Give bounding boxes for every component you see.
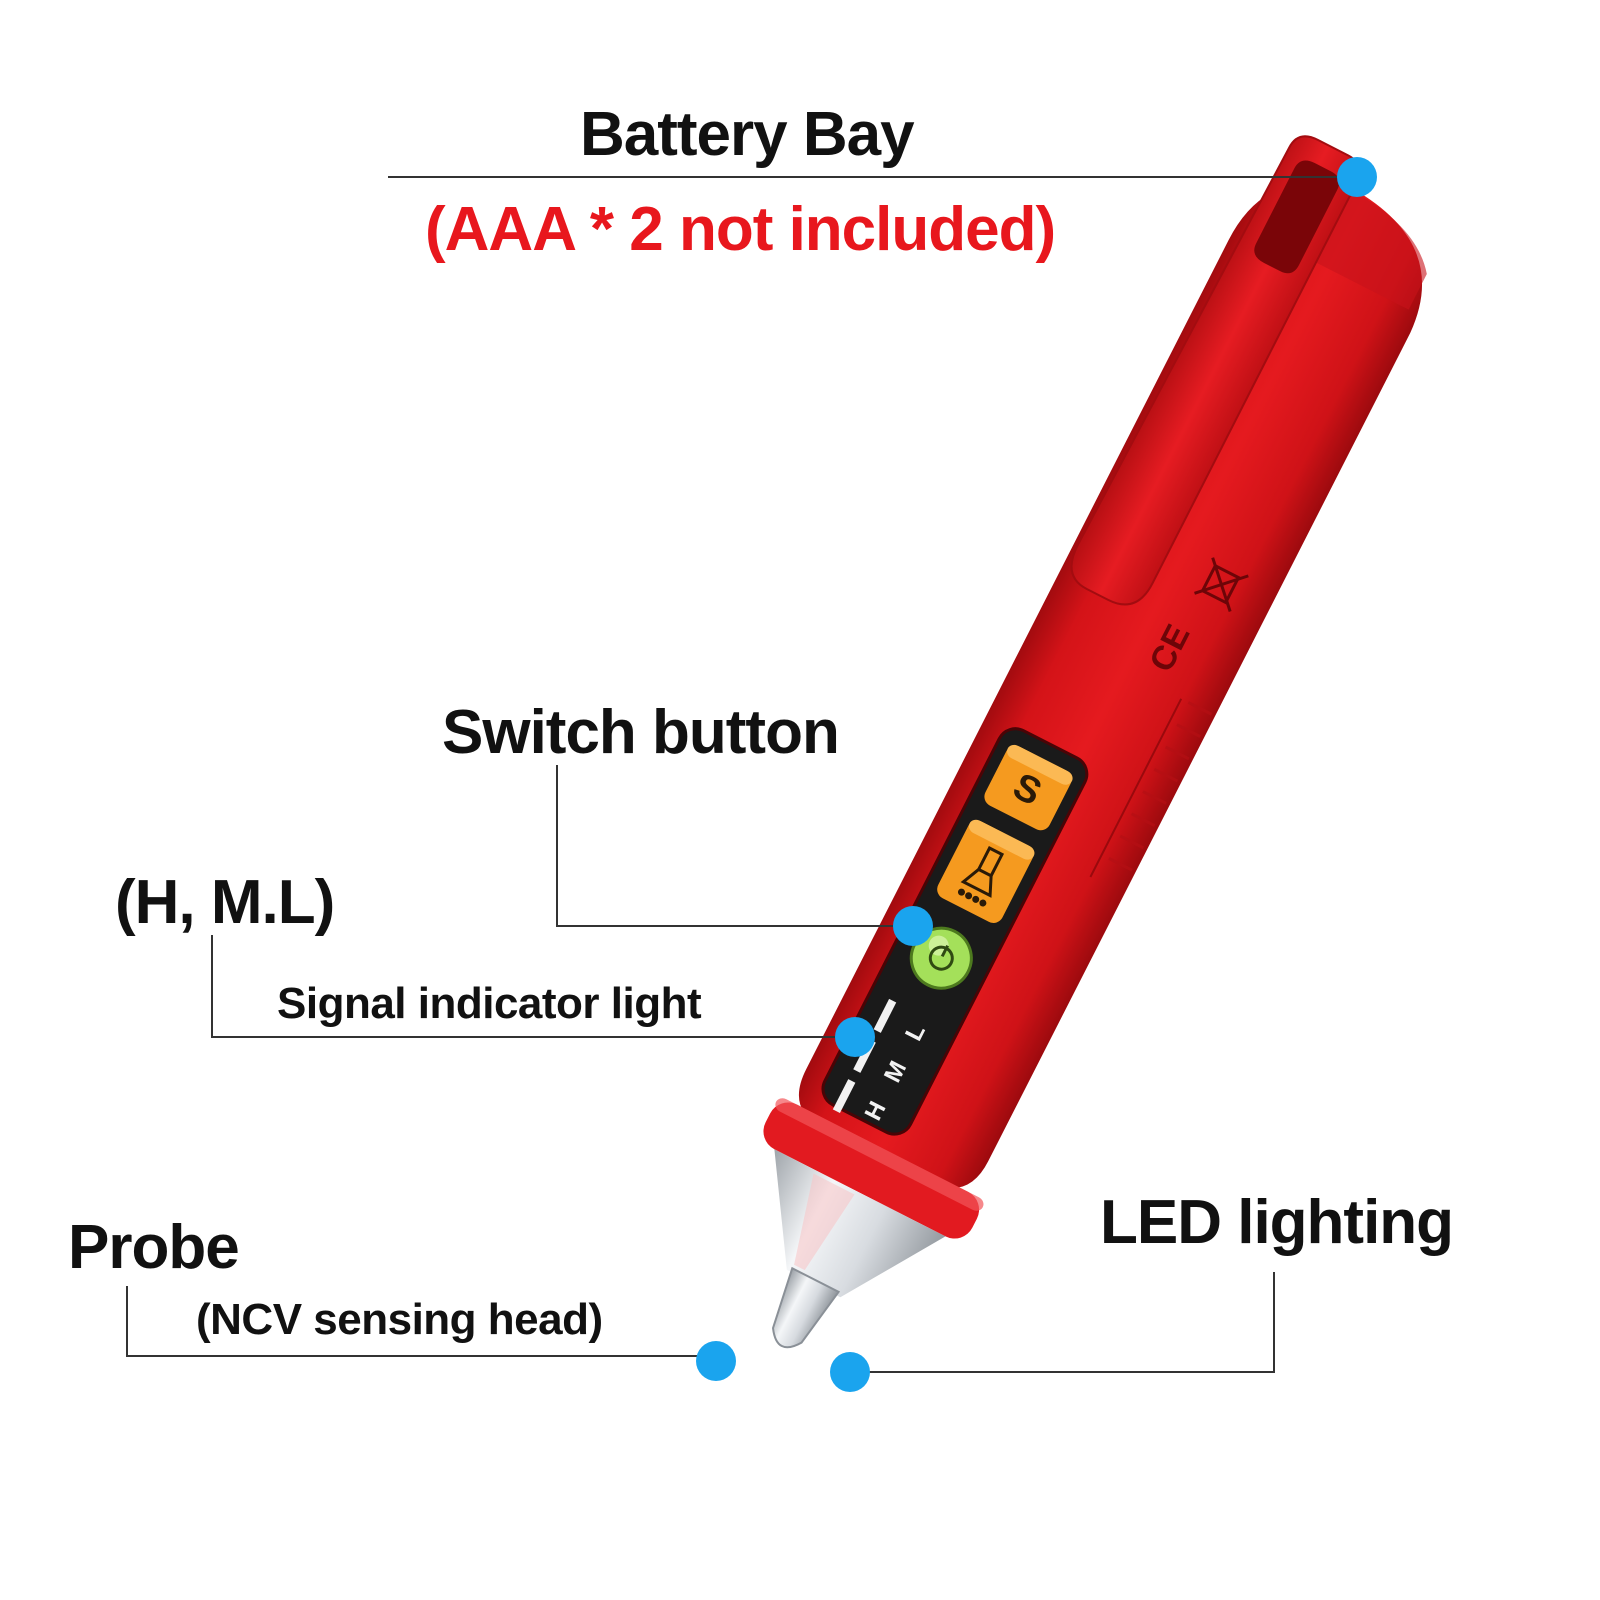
- battery-bay-title: Battery Bay: [580, 100, 915, 169]
- fine-print: [1089, 698, 1183, 878]
- flashlight-icon: [957, 846, 1005, 907]
- switch-button-leader: [556, 765, 913, 927]
- led-lighting-title: LED lighting: [1100, 1188, 1454, 1257]
- probe-dot: [696, 1341, 736, 1381]
- indicator-light-l: [873, 998, 897, 1033]
- grip-ridges: [1108, 701, 1213, 872]
- led-dot: [830, 1352, 870, 1392]
- led-leader: [850, 1272, 1275, 1373]
- tip-collar: [763, 1102, 980, 1239]
- switch-button-dot: [893, 906, 933, 946]
- probe-leader: [126, 1286, 716, 1357]
- leader-lines: [126, 176, 1355, 1373]
- callout-dots: [696, 157, 1377, 1392]
- battery-bay-dot: [1337, 157, 1377, 197]
- recycle-bin-icon: [1194, 557, 1249, 612]
- power-icon: [928, 945, 954, 971]
- signal-indicator-title: Signal indicator light: [277, 979, 702, 1028]
- battery-bay-note: (AAA * 2 not included): [425, 195, 1056, 264]
- signal-levels: (H, M.L): [115, 868, 335, 937]
- probe-tip: [772, 1266, 841, 1349]
- switch-button-title: Switch button: [442, 698, 840, 767]
- signal-dot: [835, 1017, 875, 1057]
- clip-slot: [1254, 160, 1340, 274]
- indicator-light-h: [832, 1079, 856, 1114]
- probe-note: (NCV sensing head): [196, 1295, 603, 1344]
- signal-leader: [211, 935, 855, 1038]
- probe-title: Probe: [68, 1213, 240, 1282]
